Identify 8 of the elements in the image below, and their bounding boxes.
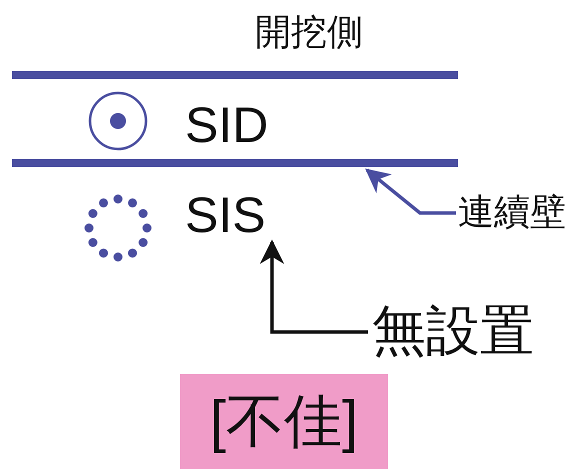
leader-arrow bbox=[260, 240, 368, 334]
sis-label: SIS bbox=[185, 190, 266, 240]
sid-label: SID bbox=[185, 100, 268, 150]
callout-text: 無設置 bbox=[372, 304, 534, 358]
rating-box: [不佳] bbox=[180, 374, 388, 469]
side-label: 開挖側 bbox=[255, 14, 363, 50]
callout-text: 連續壁 bbox=[458, 194, 566, 230]
leader-arrow bbox=[365, 168, 456, 215]
